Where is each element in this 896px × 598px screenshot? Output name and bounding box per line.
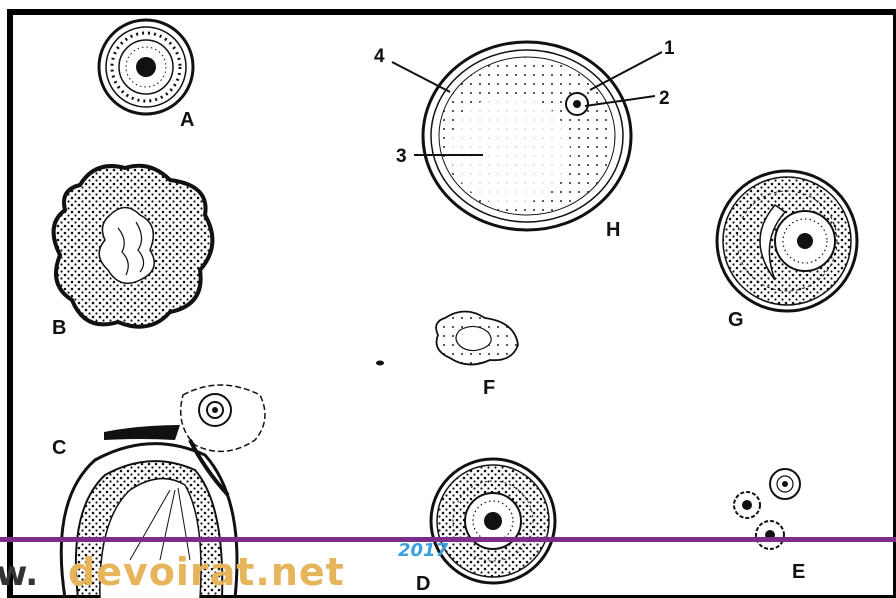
- watermark-prefix: w.: [0, 554, 38, 594]
- callout-2: 2: [659, 88, 670, 109]
- label-h: H: [606, 219, 620, 241]
- callout-4: 4: [374, 46, 385, 67]
- label-e: E: [792, 561, 805, 583]
- watermark-site: devoirat.net: [68, 550, 345, 594]
- label-f: F: [483, 377, 495, 399]
- label-b: B: [52, 317, 66, 339]
- follicle-b: [54, 166, 213, 327]
- label-c: C: [52, 437, 66, 459]
- label-d: D: [416, 573, 430, 595]
- watermark-year: 2017: [398, 540, 449, 561]
- label-a: A: [180, 109, 194, 131]
- follicle-f: [376, 312, 518, 366]
- follicle-g: [717, 171, 857, 311]
- follicle-h: [392, 42, 662, 230]
- label-g: G: [728, 309, 744, 331]
- follicle-a: [99, 20, 193, 114]
- callout-1: 1: [664, 38, 675, 59]
- callout-3: 3: [396, 146, 407, 167]
- follicle-d: [431, 459, 555, 583]
